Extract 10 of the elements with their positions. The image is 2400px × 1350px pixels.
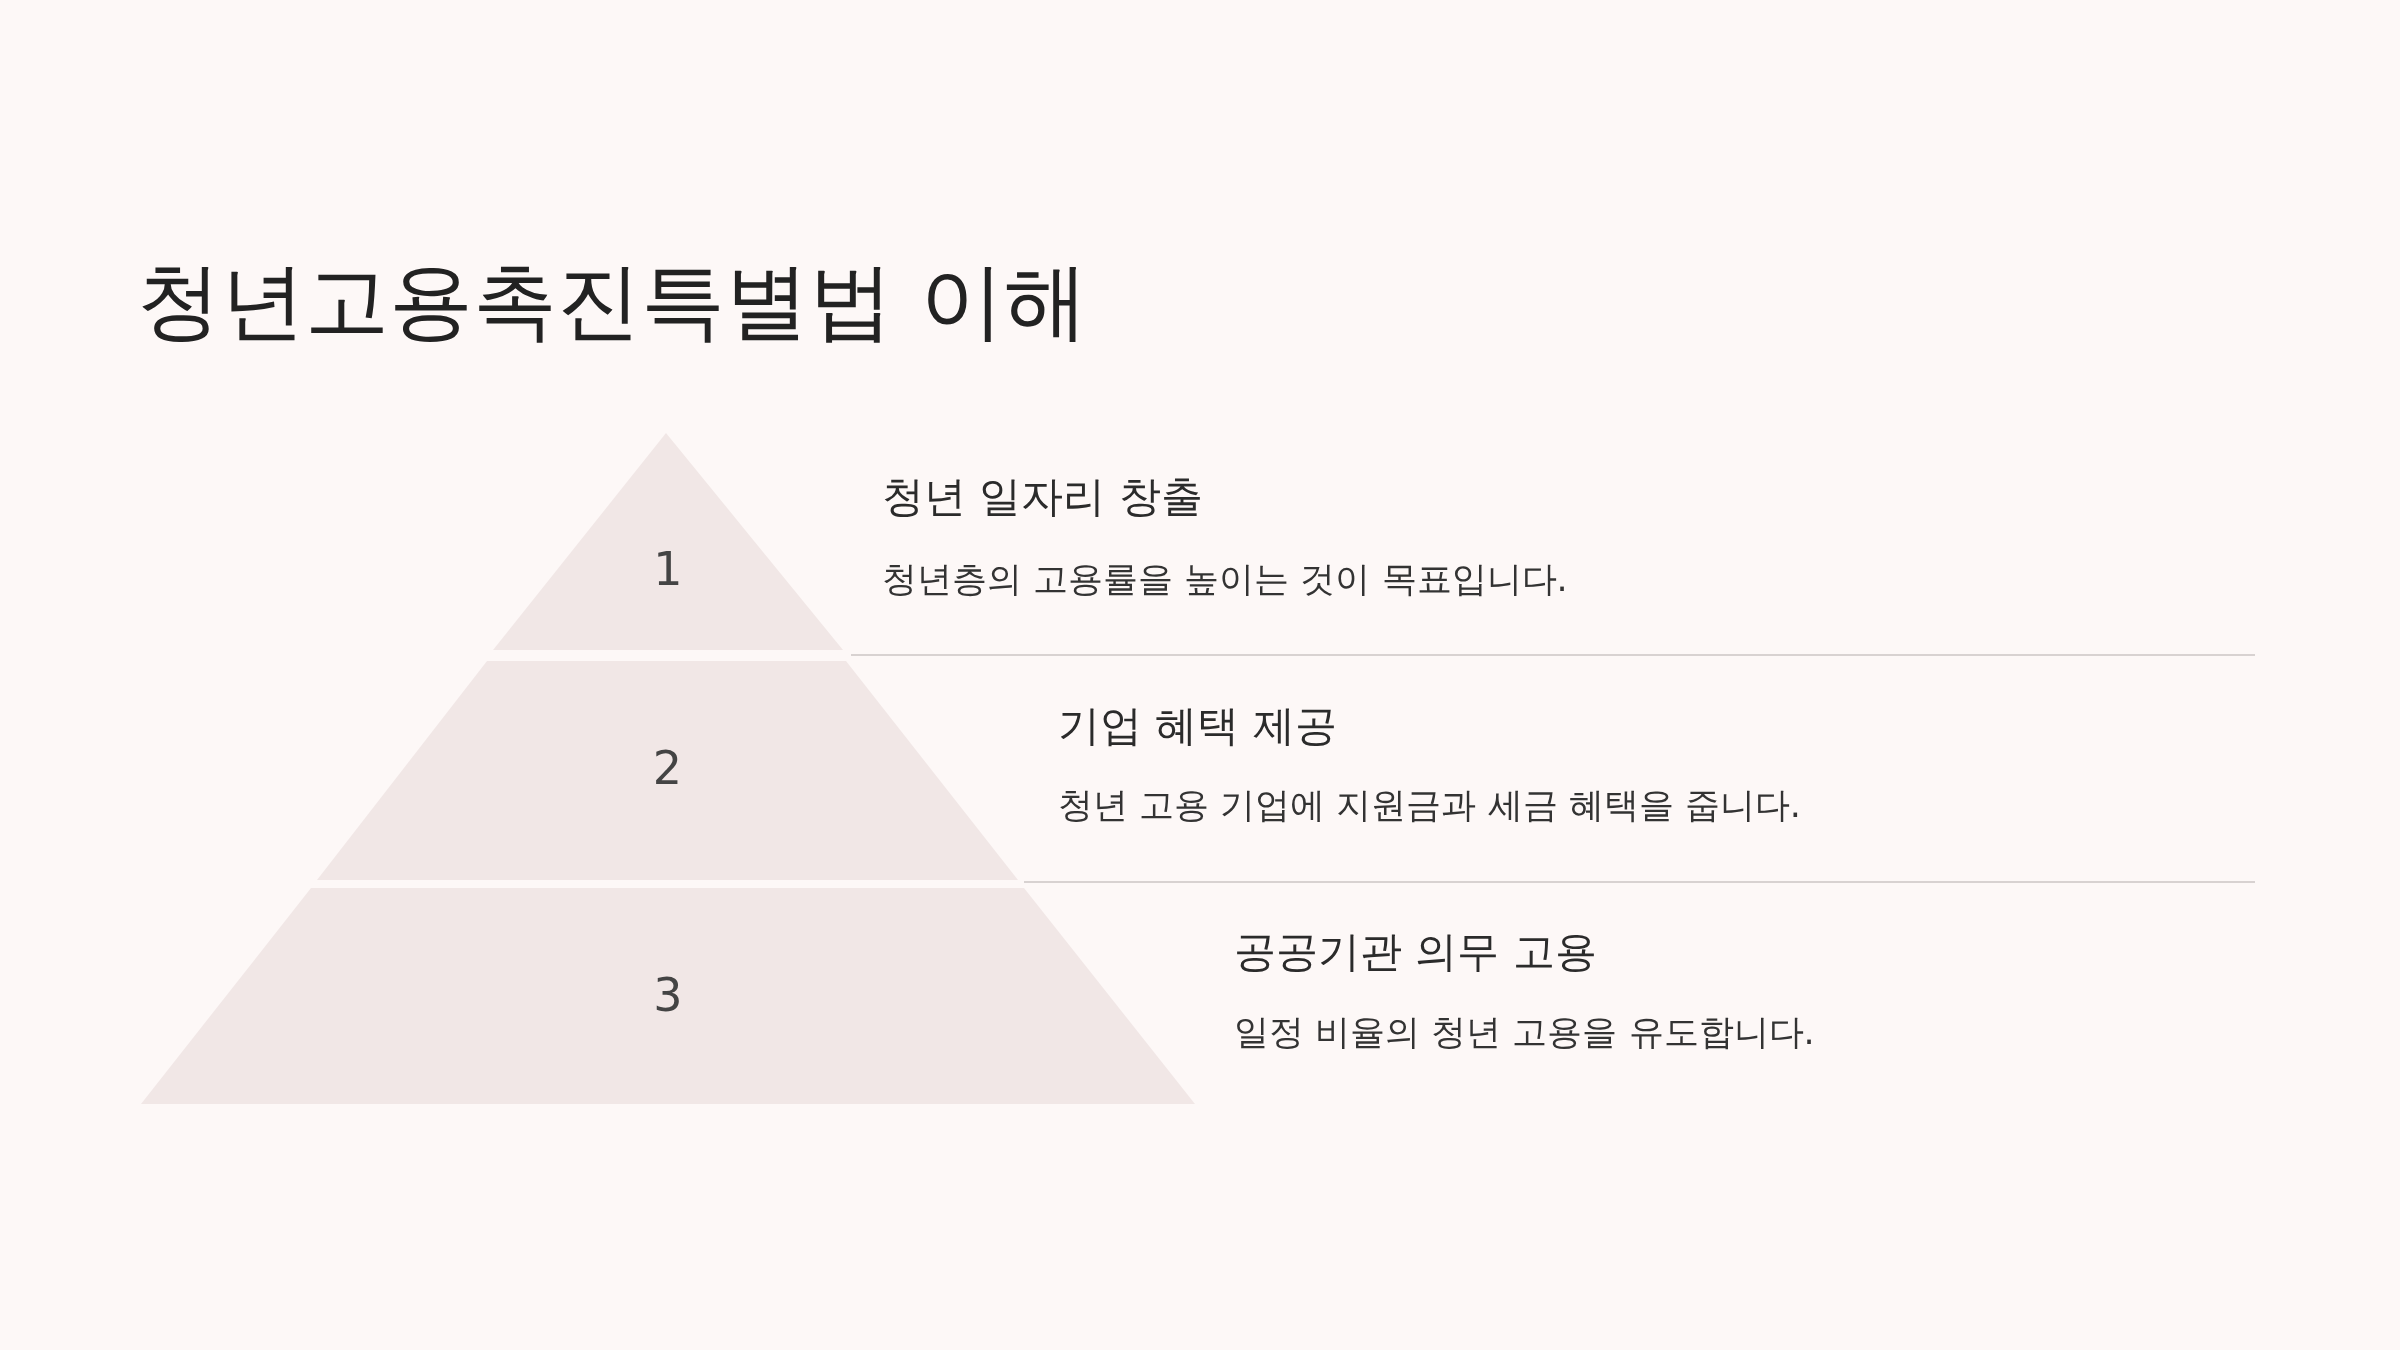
- tier-heading: 청년 일자리 창출: [882, 471, 1203, 523]
- tier-number: 1: [653, 542, 683, 596]
- tier-description: 청년 고용 기업에 지원금과 세금 혜택을 줍니다.: [1058, 783, 1801, 827]
- tier-description: 일정 비율의 청년 고용을 유도합니다.: [1234, 1010, 1815, 1054]
- tier-number: 2: [652, 741, 683, 795]
- tier-heading: 기업 혜택 제공: [1058, 700, 1337, 752]
- tier-heading: 공공기관 의무 고용: [1234, 926, 1597, 978]
- title: 청년고용촉진특별법 이해: [137, 251, 1088, 352]
- tier-description: 청년층의 고용률을 높이는 것이 목표입니다.: [882, 557, 1568, 601]
- tier-number: 3: [653, 968, 683, 1022]
